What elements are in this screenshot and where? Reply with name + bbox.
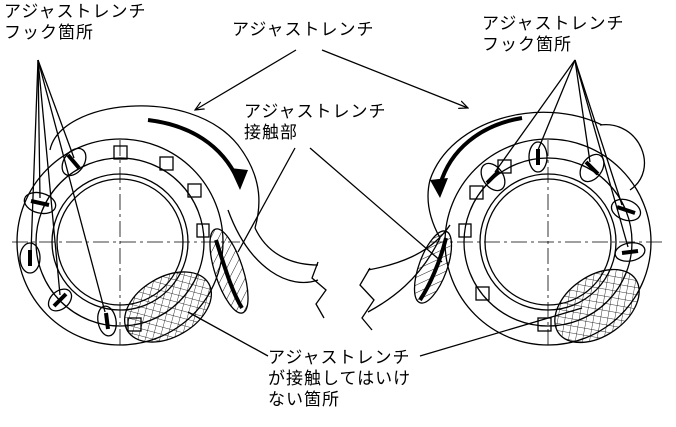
contact-label: アジャストレンチ 接触部 <box>244 102 387 143</box>
hook-label-left: アジャストレンチ フック箇所 <box>4 2 147 43</box>
right-nut <box>359 59 662 346</box>
wrench-label: アジャストレンチ <box>232 20 375 40</box>
left-nut <box>12 59 327 346</box>
no-contact-label: アジャストレンチ が接触してはいけ ない箇所 <box>268 348 412 410</box>
hook-label-right: アジャストレンチ フック箇所 <box>482 14 625 55</box>
center-leaders <box>187 49 583 357</box>
